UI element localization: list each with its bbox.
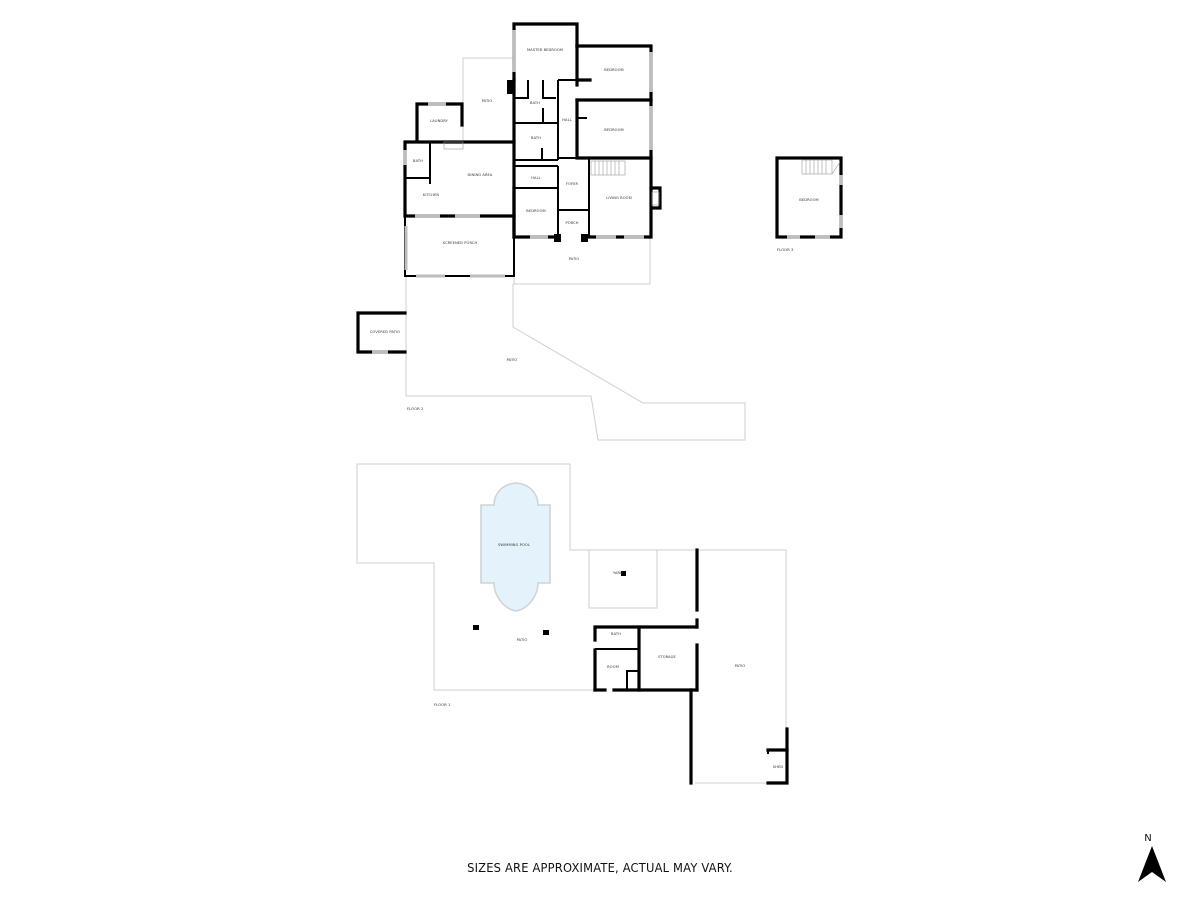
floor-1: SWIMMING POOL YARD PATIO BATH ROOM STORA… <box>356 463 789 785</box>
floor-label-2: FLOOR 2 <box>407 406 424 411</box>
room-label-storage: STORAGE <box>658 655 676 659</box>
room-label-bedroom-ne: BEDROOM <box>604 68 623 72</box>
bedroom-ne-walls <box>575 44 653 102</box>
floor-label-1: FLOOR 1 <box>434 702 451 707</box>
room-label-bath-2: BATH <box>531 136 541 140</box>
room-label-laundry: LAUNDRY <box>430 119 448 123</box>
room-label-patio-south: PATIO <box>569 257 580 261</box>
patio-south-outline <box>513 237 651 285</box>
room-label-bath-1: BATH <box>530 101 540 105</box>
room-label-room: ROOM <box>607 665 619 669</box>
room-label-patio-large: PATIO <box>507 358 518 362</box>
room-label-bedroom-s: BEDROOM <box>526 209 545 213</box>
yard-outline <box>588 549 658 609</box>
room-label-yard: YARD <box>613 571 623 575</box>
north-arrow-icon <box>1138 846 1166 882</box>
room-label-floor-3-bedroom: BEDROOM <box>799 198 818 202</box>
room-label-shed: SHED <box>773 765 784 769</box>
pool-house-walls <box>593 625 699 642</box>
disclaimer-text: SIZES ARE APPROXIMATE, ACTUAL MAY VARY. <box>467 860 733 875</box>
floor-3-bedroom-walls <box>775 156 843 239</box>
room-label-bedroom-e: BEDROOM <box>604 128 623 132</box>
room-label-screened-porch: SCREENED PORCH <box>443 241 478 245</box>
screened-porch-walls <box>404 216 515 277</box>
swimming-pool <box>480 482 551 612</box>
room-label-kitchen: KITCHEN <box>423 193 439 197</box>
stairs-floor-3 <box>801 159 841 175</box>
room-label-swimming-pool: SWIMMING POOL <box>498 543 530 547</box>
patio-east-outline <box>698 549 787 729</box>
room-label-porch: PORCH <box>565 221 578 225</box>
floor-2: MASTER BEDROOM BEDROOM BEDROOM PATIO LAU… <box>356 22 746 441</box>
stairs-floor-2 <box>590 160 626 176</box>
floor-3: BEDROOM FLOOR 3 <box>775 156 843 252</box>
patio-large-outline <box>405 276 746 441</box>
compass-north-label: N <box>1144 833 1152 844</box>
room-label-patio-north: PATIO <box>482 99 493 103</box>
room-label-dining-area: DINING AREA <box>468 173 493 177</box>
room-label-patio-east: PATIO <box>735 664 746 668</box>
room-label-hall-2: HALL <box>531 176 541 180</box>
floor-label-3: FLOOR 3 <box>777 247 794 252</box>
patio-main-outline <box>356 463 695 691</box>
room-label-patio-main: PATIO <box>517 638 528 642</box>
master-bedroom-walls <box>512 22 579 82</box>
room-label-hall-1: HALL <box>562 118 572 122</box>
room-label-master-bedroom: MASTER BEDROOM <box>527 48 563 52</box>
room-label-covered-patio: COVERED PATIO <box>370 330 400 334</box>
room-label-bath-3: BATH <box>413 159 423 163</box>
room-label-living-room: LIVING ROOM <box>606 196 632 200</box>
shed-walls <box>766 748 789 785</box>
room-label-foyer: FOYER <box>566 182 579 186</box>
room-label-bath: BATH <box>611 632 621 636</box>
